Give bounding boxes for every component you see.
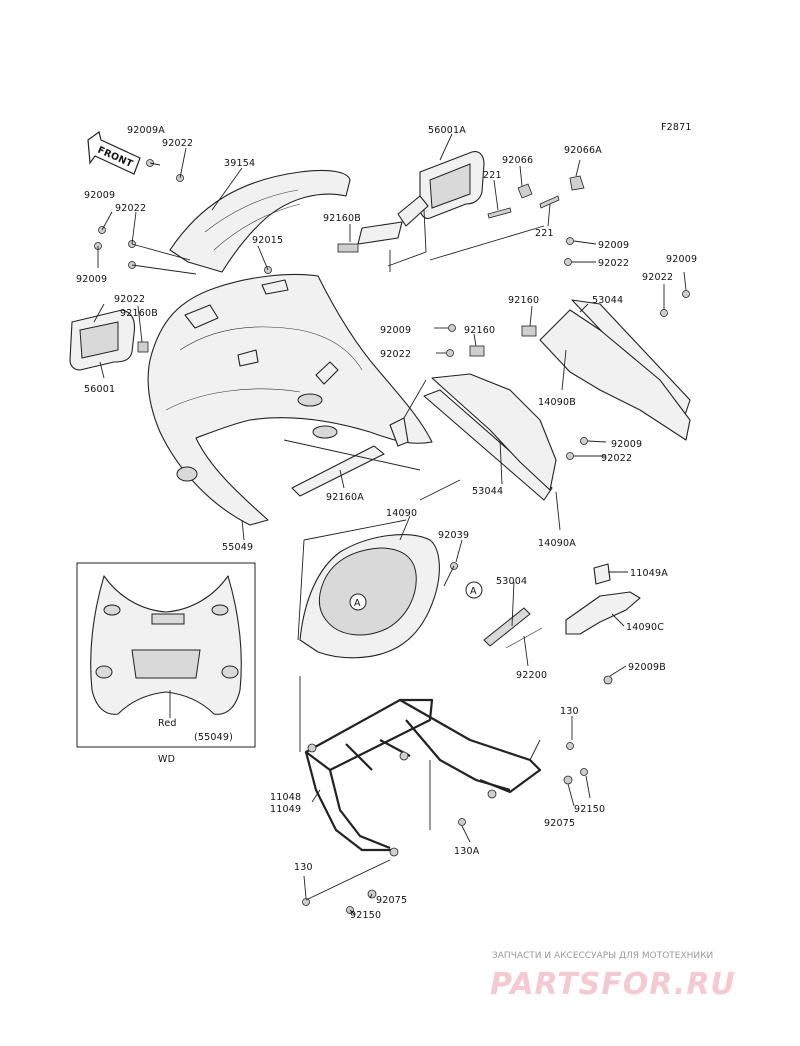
part-label: 92009 xyxy=(76,274,107,285)
part-label: 39154 xyxy=(224,158,255,169)
fairing-stay xyxy=(304,698,542,857)
part-label: 56001A xyxy=(428,125,466,136)
part-label: 11049A xyxy=(630,568,668,579)
part-label: 92066A xyxy=(564,145,602,156)
spacer-92160A xyxy=(291,445,385,497)
inset-label-part: (55049) xyxy=(194,732,233,743)
damper-92066 xyxy=(517,183,533,199)
part-label: 221 xyxy=(535,228,554,239)
part-label: 55049 xyxy=(222,542,253,553)
mirror-left xyxy=(69,309,149,371)
part-label: 92075 xyxy=(544,818,575,829)
part-label: 92160B xyxy=(323,213,361,224)
part-label: 92022 xyxy=(642,272,673,283)
inset-caption: WD xyxy=(158,754,175,765)
part-label: 92022 xyxy=(162,138,193,149)
ref-a-1: A xyxy=(354,598,361,609)
ref-a-2: A xyxy=(470,586,477,597)
part-label: 130A xyxy=(454,846,480,857)
part-label: 92160A xyxy=(326,492,364,503)
inner-panel-14090B xyxy=(539,309,691,441)
part-label: 14090 xyxy=(386,508,417,519)
part-label: 11048 xyxy=(270,792,301,803)
reference-marker-a-lamp: A xyxy=(465,581,483,599)
part-label: 92015 xyxy=(252,235,283,246)
part-label: 92150 xyxy=(350,910,381,921)
part-label: 92160 xyxy=(464,325,495,336)
part-labels: 92009A 92022 39154 92009 92022 92015 920… xyxy=(76,125,697,921)
part-label: 14090B xyxy=(538,397,576,408)
part-label: 92022 xyxy=(598,258,629,269)
windscreen xyxy=(169,169,351,273)
part-label: 92009A xyxy=(127,125,165,136)
part-label: 14090C xyxy=(626,622,664,633)
clip-92160-b xyxy=(469,345,485,357)
watermark-logo: PARTSFOR.RU xyxy=(490,967,736,1002)
damper-92066A xyxy=(569,175,585,191)
part-label: 92066 xyxy=(502,155,533,166)
part-label: 92022 xyxy=(380,349,411,360)
inner-panel-14090A xyxy=(431,373,557,491)
part-label: 92022 xyxy=(601,453,632,464)
part-label: 92022 xyxy=(115,203,146,214)
part-label: 130 xyxy=(560,706,579,717)
cowl-hole xyxy=(297,393,323,407)
inset-front-cowl xyxy=(90,575,242,715)
bracket-11049A xyxy=(593,563,611,585)
clip-92160-a xyxy=(521,325,537,337)
mirror-right xyxy=(357,151,485,245)
watermark: ЗАПЧАСТИ И АКСЕССУАРЫ ДЛЯ МОТОТЕХНИКИ PA… xyxy=(490,951,736,1002)
cover-53004 xyxy=(483,607,531,647)
part-label: 92075 xyxy=(376,895,407,906)
front-arrow-icon: FRONT xyxy=(87,130,141,175)
clip-92160B xyxy=(337,243,359,253)
leader-lines xyxy=(93,133,687,915)
fasteners xyxy=(94,159,690,914)
inner-panel-53044-lower xyxy=(423,389,553,501)
inset-label-red: Red xyxy=(158,718,177,729)
part-label: 14090A xyxy=(538,538,576,549)
front-cowl xyxy=(147,273,433,526)
watermark-tagline: ЗАПЧАСТИ И АКСЕССУАРЫ ДЛЯ МОТОТЕХНИКИ xyxy=(492,951,713,961)
part-label: 53044 xyxy=(592,295,623,306)
inset-wd: Red (55049) WD xyxy=(76,562,256,765)
part-label: 130 xyxy=(294,862,313,873)
part-label: 92039 xyxy=(438,530,469,541)
part-label: 92009B xyxy=(628,662,666,673)
part-label: 92200 xyxy=(516,670,547,681)
part-label: 92009 xyxy=(666,254,697,265)
part-label: 11049 xyxy=(270,804,301,815)
part-label: 221 xyxy=(483,170,502,181)
part-label: 92009 xyxy=(611,439,642,450)
part-label: 92009 xyxy=(380,325,411,336)
part-label: 53044 xyxy=(472,486,503,497)
figure-code: F2871 xyxy=(661,122,692,133)
part-label: 92022 xyxy=(114,294,145,305)
part-label: 92160 xyxy=(508,295,539,306)
part-label: 56001 xyxy=(84,384,115,395)
part-label: 92150 xyxy=(574,804,605,815)
part-label: 92009 xyxy=(84,190,115,201)
part-label: 92160B xyxy=(120,308,158,319)
bracket-14090C xyxy=(565,591,641,635)
part-label: 92009 xyxy=(598,240,629,251)
reference-marker-a-cover: A xyxy=(349,593,367,611)
part-label: 53004 xyxy=(496,576,527,587)
